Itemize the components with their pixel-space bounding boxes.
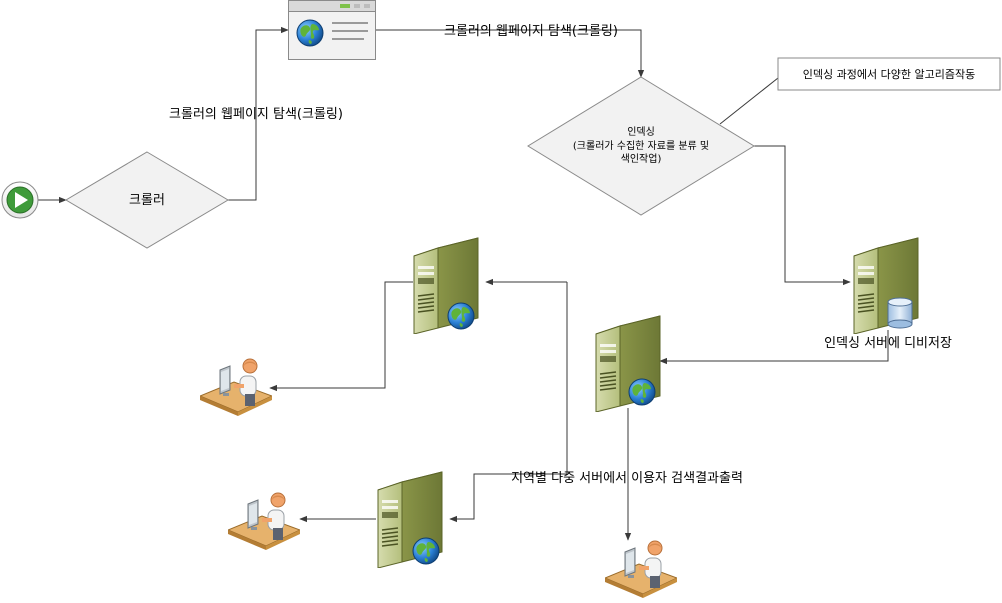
- edge-webpage-to-indexing: [376, 29, 645, 78]
- indexing-label-title: 인덱싱: [627, 126, 655, 138]
- edge-server-top-to-user-1: [269, 281, 413, 392]
- database-icon: [887, 297, 913, 329]
- edge-label-crawl-top: 크롤러의 웹페이지 탐색(크롤링): [444, 24, 618, 39]
- webpage-icon: [289, 1, 376, 60]
- edge-label-crawl-left: 크롤러의 웹페이지 탐색(크롤링): [169, 107, 343, 122]
- regional-server-bottom-globe-icon: [412, 537, 440, 565]
- indexing-diamond: 인덱싱 (크롤러가 수집한 자료를 분류 및 색인작업): [527, 76, 755, 216]
- edge-crawler-to-webpage: [228, 26, 289, 201]
- crawler-label: 크롤러: [129, 193, 165, 208]
- hub-server: [595, 315, 661, 412]
- edge-hub-to-server-bottom: [449, 473, 567, 523]
- crawler-diamond: 크롤러: [65, 151, 229, 249]
- user-3-icon: [605, 540, 677, 599]
- regional-server-top: [413, 237, 479, 334]
- start-node: [1, 181, 39, 219]
- indexing-note: 인덱싱 과정에서 다양한 알고리즘작동: [777, 57, 1001, 91]
- indexing-label-line2: (크롤러가 수집한 자료를 분류 및: [573, 140, 709, 152]
- indexing-note-text: 인덱싱 과정에서 다양한 알고리즘작동: [803, 67, 975, 81]
- user-1-icon: [200, 358, 272, 417]
- edge-note-leader: [719, 77, 779, 125]
- user-2-icon: [228, 492, 300, 551]
- edge-indexing-server-to-hub: [659, 330, 889, 365]
- edge-indexing-to-indexing-server: [754, 145, 851, 286]
- connectors: [38, 26, 889, 541]
- indexing-server: 인덱싱 서버에 디비저장: [824, 237, 952, 351]
- hub-server-globe-icon: [628, 378, 656, 406]
- indexing-label-line3: 색인작업): [621, 152, 662, 165]
- regional-server-top-globe-icon: [447, 302, 475, 330]
- edge-label-regional-output: 지역별 다중 서버에서 이용자 검색결과출력: [511, 471, 743, 486]
- indexing-server-label: 인덱싱 서버에 디비저장: [824, 336, 952, 351]
- regional-server-bottom: [377, 471, 443, 568]
